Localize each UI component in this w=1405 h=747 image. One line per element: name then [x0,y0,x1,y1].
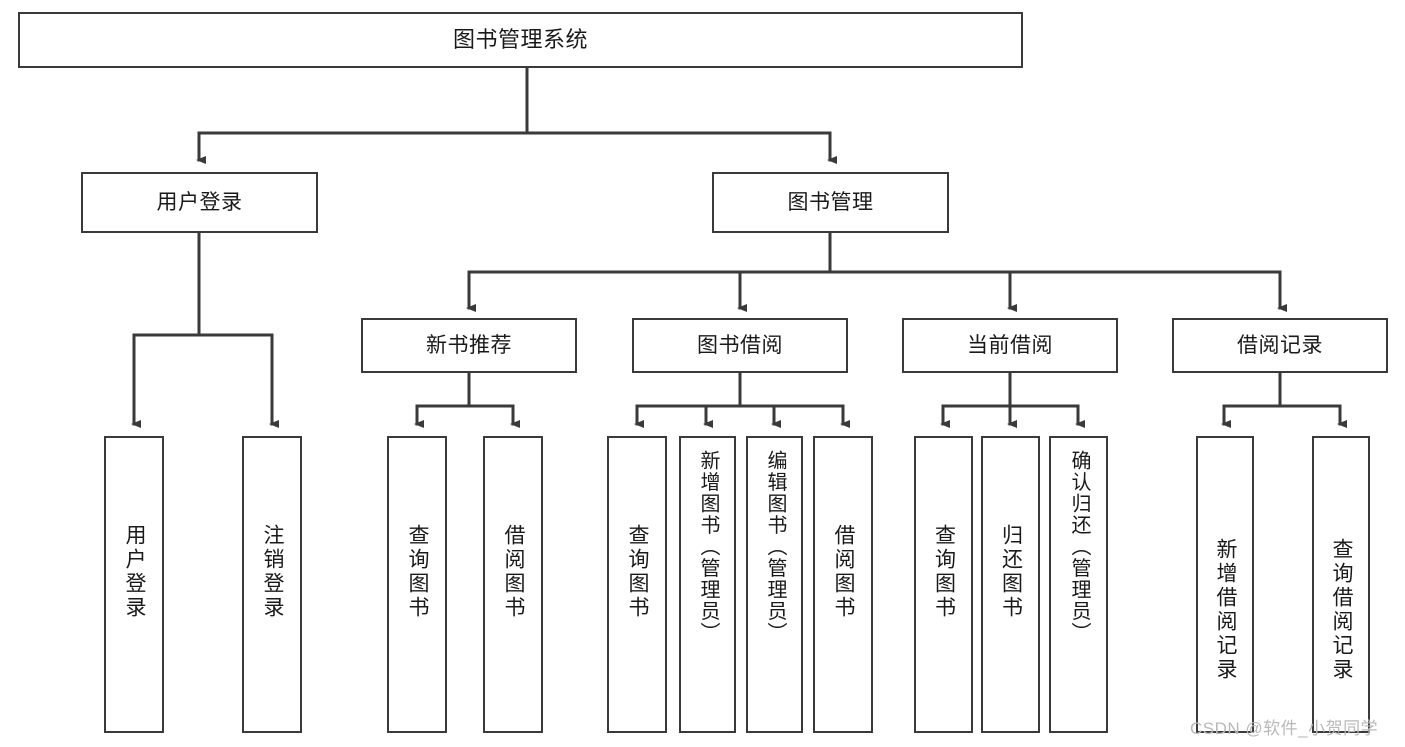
node-leaf-add-book-label: 新增图书（管理员） [697,450,719,644]
node-leaf-query-book-1[interactable]: 查询图书 [387,436,447,733]
node-book-borrow-label: 图书借阅 [697,333,783,357]
node-leaf-borrow-book-2[interactable]: 借阅图书 [813,436,873,733]
node-leaf-return-book[interactable]: 归还图书 [981,436,1040,733]
node-leaf-edit-book[interactable]: 编辑图书（管理员） [746,436,803,733]
node-book-manage[interactable]: 图书管理 [712,172,949,233]
node-root[interactable]: 图书管理系统 [18,12,1023,68]
node-current-borrow[interactable]: 当前借阅 [902,318,1118,373]
node-leaf-user-login-label: 用户登录 [123,524,147,620]
node-leaf-borrow-book-2-label: 借阅图书 [832,524,856,620]
node-leaf-query-book-3-label: 查询图书 [932,524,956,620]
node-user-login-label: 用户登录 [156,190,243,214]
node-leaf-query-book-2[interactable]: 查询图书 [607,436,667,733]
node-leaf-query-record[interactable]: 查询借阅记录 [1312,436,1370,733]
node-leaf-confirm-return-label: 确认归还（管理员） [1068,450,1090,644]
node-leaf-query-book-1-label: 查询图书 [406,524,430,620]
node-leaf-logout-label: 注销登录 [261,524,285,620]
node-leaf-confirm-return[interactable]: 确认归还（管理员） [1049,436,1108,733]
node-leaf-add-record-label: 新增借阅记录 [1214,538,1238,682]
node-leaf-add-record[interactable]: 新增借阅记录 [1196,436,1254,733]
node-leaf-add-book[interactable]: 新增图书（管理员） [679,436,736,733]
node-leaf-query-book-2-label: 查询图书 [626,524,650,620]
node-leaf-return-book-label: 归还图书 [999,524,1023,620]
node-user-login[interactable]: 用户登录 [81,172,318,233]
node-leaf-edit-book-label: 编辑图书（管理员） [764,450,786,644]
node-new-book-recommend-label: 新书推荐 [426,333,512,357]
node-leaf-borrow-book-1[interactable]: 借阅图书 [483,436,543,733]
csdn-watermark: CSDN @软件_小贺同学 [1190,719,1379,738]
node-leaf-logout[interactable]: 注销登录 [242,436,302,733]
node-borrow-record[interactable]: 借阅记录 [1172,318,1388,373]
node-leaf-query-record-label: 查询借阅记录 [1330,538,1354,682]
node-leaf-query-book-3[interactable]: 查询图书 [914,436,973,733]
node-root-label: 图书管理系统 [452,26,588,52]
node-borrow-record-label: 借阅记录 [1237,333,1323,357]
node-current-borrow-label: 当前借阅 [967,333,1053,357]
node-new-book-recommend[interactable]: 新书推荐 [361,318,577,373]
node-leaf-borrow-book-1-label: 借阅图书 [502,524,526,620]
node-leaf-user-login[interactable]: 用户登录 [104,436,164,733]
node-book-borrow[interactable]: 图书借阅 [632,318,848,373]
node-book-manage-label: 图书管理 [787,190,874,214]
